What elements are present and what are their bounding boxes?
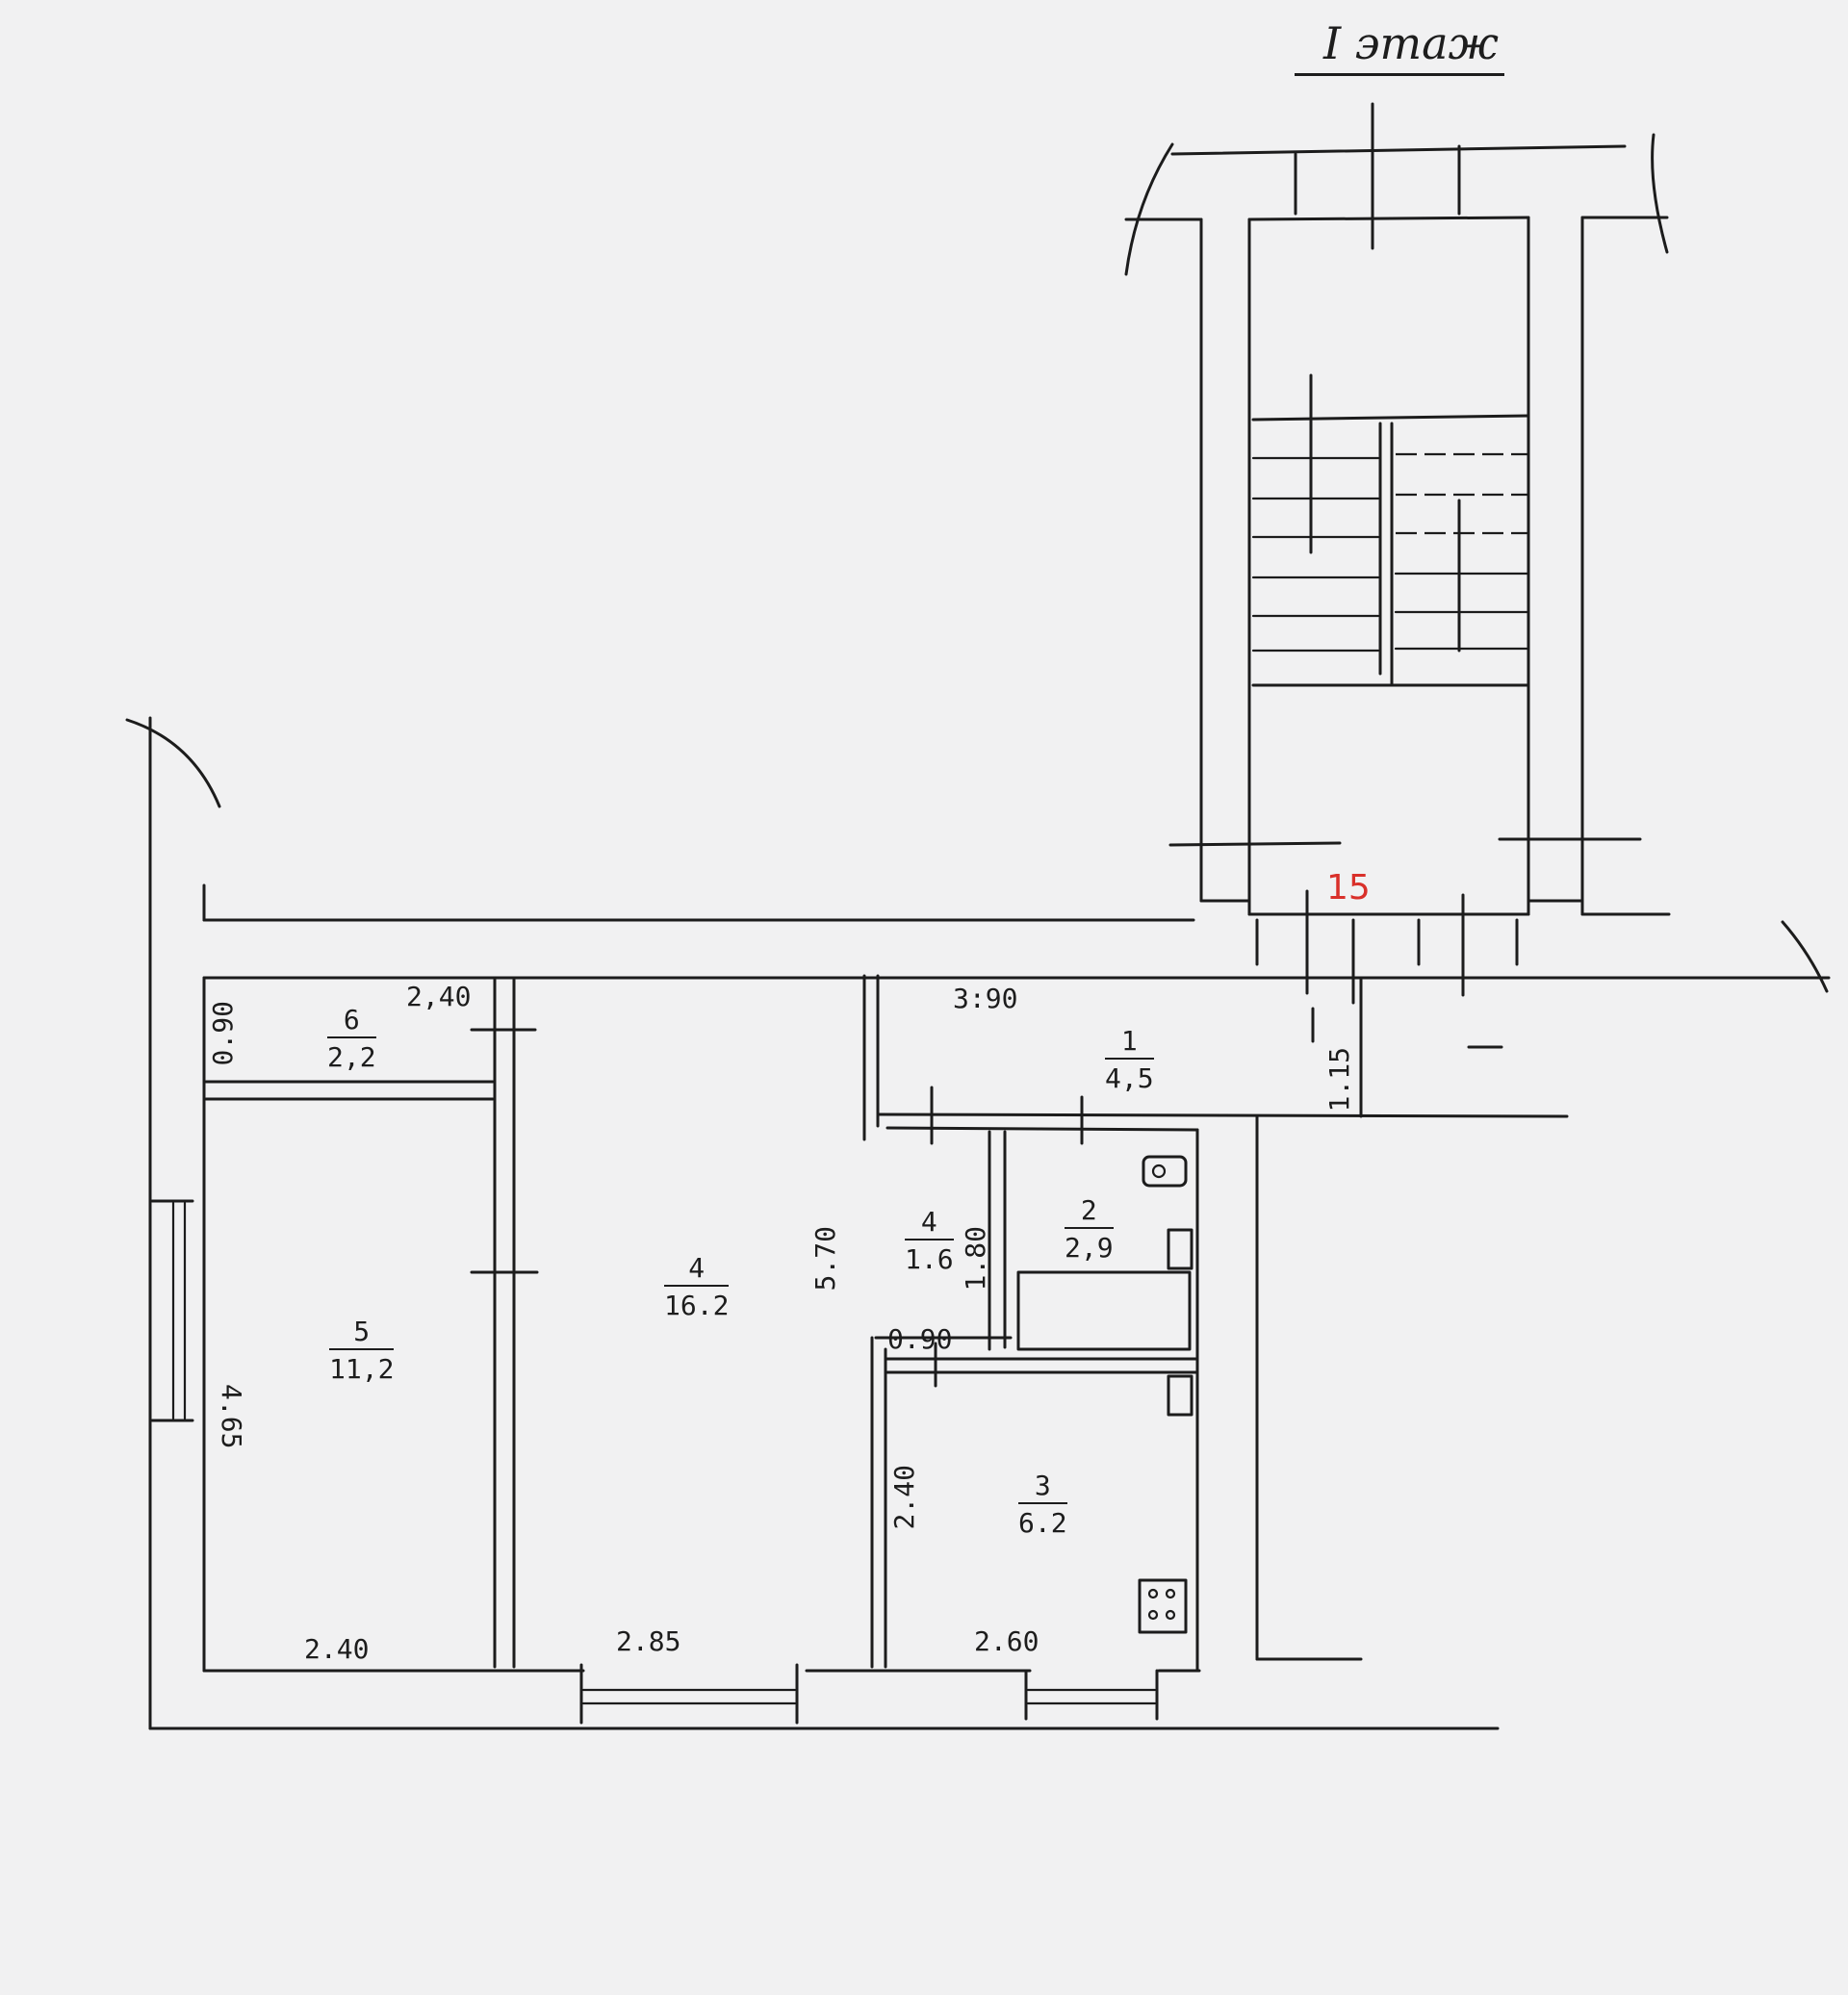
dim-5-70: 5.70: [809, 1226, 841, 1292]
room-area: 11,2: [329, 1348, 395, 1386]
dim-1-80: 1.80: [960, 1226, 991, 1292]
room-number: 5: [353, 1316, 371, 1347]
room-1-label: 1 4,5: [1105, 1024, 1154, 1095]
stairwell: [1124, 102, 1671, 916]
room-area: 2,2: [327, 1036, 376, 1074]
room-2-label: 2 2,9: [1065, 1193, 1114, 1265]
dim-2-60: 2.60: [974, 1625, 1040, 1657]
room-number: 1: [1120, 1025, 1138, 1057]
room-number: 6: [343, 1004, 360, 1036]
entrance-steps: [1255, 889, 1829, 1005]
room-area: 6.2: [1018, 1502, 1067, 1540]
room-5-label: 5 11,2: [329, 1315, 395, 1386]
dim-4-65: 4.65: [216, 1384, 247, 1449]
dim-2-40-right: 2.40: [888, 1465, 920, 1530]
room-6-label: 6 2,2: [327, 1003, 376, 1074]
room-number: 2: [1080, 1194, 1097, 1226]
room-number: 3: [1034, 1470, 1051, 1501]
room-area: 1.6: [905, 1239, 954, 1276]
room-area: 16.2: [664, 1285, 730, 1322]
entrance-number: 15: [1326, 868, 1371, 908]
room-4-small-label: 4 1.6: [905, 1205, 954, 1276]
room-number: 4: [920, 1206, 937, 1238]
dim-3-90: 3:90: [953, 983, 1018, 1014]
room-3-label: 3 6.2: [1018, 1469, 1067, 1540]
floor-title: I этаж: [1295, 17, 1504, 76]
outer-walls: [125, 716, 1831, 1730]
dim-1-15: 1.15: [1323, 1047, 1355, 1113]
dim-0-90-top: 0.90: [207, 1001, 239, 1066]
room-area: 2,9: [1065, 1227, 1114, 1265]
dim-2-40-top: 2,40: [406, 981, 472, 1012]
dim-2-85: 2.85: [616, 1625, 681, 1657]
dim-2-40-bottom: 2.40: [304, 1633, 370, 1665]
inner-walls: [204, 974, 1569, 1673]
room-number: 4: [688, 1252, 706, 1284]
room-area: 4,5: [1105, 1058, 1154, 1095]
dim-0-90-mid: 0.90: [887, 1323, 953, 1355]
room-4-label: 4 16.2: [664, 1251, 730, 1322]
